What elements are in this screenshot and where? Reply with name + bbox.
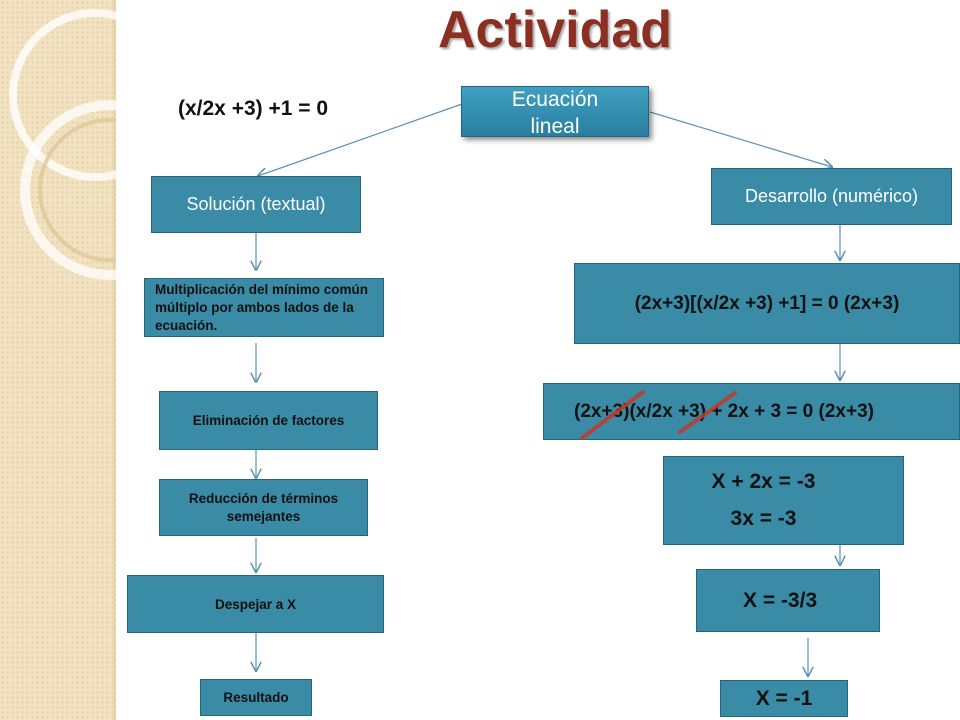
root-node-ecuacion-lineal: Ecuación lineal — [461, 86, 649, 138]
root-node-line2: lineal — [530, 114, 580, 138]
decorative-circles — [9, 9, 116, 280]
left-step-3-node: Reducción de términos semejantes — [159, 479, 368, 536]
side-band-edge — [113, 0, 116, 720]
left-step-2-node: Eliminación de factores — [159, 391, 378, 450]
right-step-1-node: (2x+3)[(x/2x +3) +1] = 0 (2x+3) — [574, 263, 960, 344]
left-header-node: Solución (textual) — [151, 176, 361, 233]
right-step-3-line1: X + 2x = -3 — [711, 469, 816, 493]
equation-label: (x/2x +3) +1 = 0 — [178, 97, 329, 120]
left-step-1-node: Multiplicación del mínimo común múltiplo… — [144, 278, 384, 337]
left-step-5-node: Resultado — [200, 679, 312, 716]
right-step-5-node: X = -1 — [720, 680, 848, 717]
right-step-3-node: X + 2x = -3 3x = -3 — [663, 456, 904, 545]
root-node-line1: Ecuación — [511, 87, 599, 111]
slide-title: Actividad — [437, 1, 673, 59]
right-header-node: Desarrollo (numérico) — [711, 168, 952, 225]
right-step-2-node: (2x+3)(x/2x +3) + 2x + 3 = 0 (2x+3) — [543, 383, 960, 440]
right-step-3-line2: 3x = -3 — [730, 507, 797, 531]
right-step-4-node: X = -3/3 — [696, 569, 880, 632]
left-step-4-node: Despejar a X — [127, 575, 384, 633]
connector-root-right — [649, 111, 832, 167]
